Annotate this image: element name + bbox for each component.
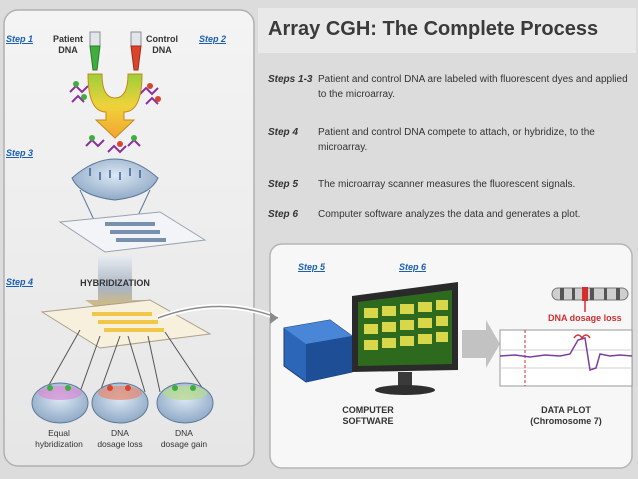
step-text: Patient and control DNA compete to attac… xyxy=(318,127,595,153)
hybridized-spots xyxy=(92,312,164,332)
connector-arrow xyxy=(157,305,279,319)
computer-monitor xyxy=(352,282,458,395)
step-text: The microarray scanner measures the fluo… xyxy=(318,179,576,190)
step3-label: Step 3 xyxy=(6,148,34,158)
step-text: Patient and control DNA are labeled with… xyxy=(318,74,628,100)
result-gain-label: DNA dosage gain xyxy=(160,428,208,449)
data-plot xyxy=(499,329,633,387)
step4-label: Step 4 xyxy=(6,277,34,287)
step-row: Step 4 Patient and control DNA compete t… xyxy=(268,125,633,155)
dye-dots xyxy=(73,81,161,147)
bubble-loss xyxy=(91,382,149,424)
step-key: Step 6 xyxy=(268,209,299,220)
patient-tube xyxy=(89,31,101,71)
control-dna-label: Control DNA xyxy=(146,34,178,55)
step-text: Computer software analyzes the data and … xyxy=(318,209,581,220)
data-plot-label: DATA PLOT (Chromosome 7) xyxy=(530,405,602,426)
slide-spots xyxy=(105,222,166,242)
chromosome-icon xyxy=(551,287,629,301)
step6-label: Step 6 xyxy=(399,262,427,272)
array-probes xyxy=(89,168,141,180)
dna-dosage-loss-label: DNA dosage loss xyxy=(548,313,622,323)
step-row: Steps 1-3 Patient and control DNA are la… xyxy=(268,72,633,102)
step-row: Step 5 The microarray scanner measures t… xyxy=(268,177,633,192)
step-key: Steps 1-3 xyxy=(268,74,313,85)
computer-software-label: COMPUTER SOFTWARE xyxy=(342,405,394,426)
hybridization-label: HYBRIDIZATION xyxy=(80,278,150,288)
zoom-lines xyxy=(44,329,206,393)
step-key: Step 5 xyxy=(268,179,299,190)
process-arrow xyxy=(462,320,500,368)
bubble-gain xyxy=(156,382,214,424)
bubble-equal xyxy=(31,382,89,424)
step-row: Step 6 Computer software analyzes the da… xyxy=(268,207,633,222)
step1-label: Step 1 xyxy=(6,34,34,44)
patient-dna-label: Patient DNA xyxy=(52,34,83,55)
array-magnifier xyxy=(71,158,159,201)
scanner xyxy=(283,319,353,383)
result-equal-label: Equal hybridization xyxy=(35,428,83,449)
step-key: Step 4 xyxy=(268,127,299,138)
merge-arrow xyxy=(87,73,143,139)
step2-label: Step 2 xyxy=(199,34,227,44)
step5-label: Step 5 xyxy=(298,262,326,272)
control-tube xyxy=(130,31,142,71)
title-bar xyxy=(258,8,636,53)
result-loss-label: DNA dosage loss xyxy=(97,428,143,449)
page-title: Array CGH: The Complete Process xyxy=(268,18,599,40)
